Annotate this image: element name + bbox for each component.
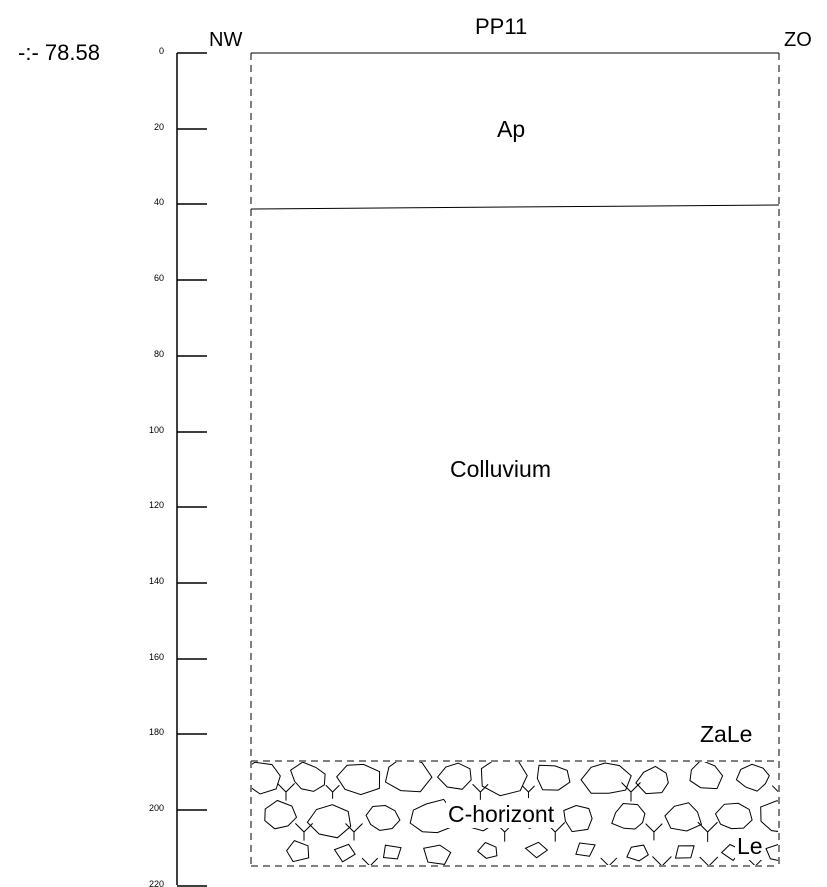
gravel-stone (333, 843, 356, 863)
gravel-stone (735, 763, 770, 792)
gravel-crack (697, 821, 718, 842)
gravel-crack (325, 784, 340, 799)
gravel-crack (345, 823, 363, 841)
gravel-stone (252, 762, 281, 795)
gravel-crack (645, 823, 663, 841)
depth-tick-label: 100 (148, 425, 164, 435)
gravel-stone (423, 844, 452, 865)
depth-tick-label: 20 (153, 122, 164, 132)
depth-axis-ticks (177, 52, 207, 887)
elevation-label: -:- 78.58 (18, 40, 100, 65)
gravel-stone (635, 765, 669, 795)
ap-boundary-line (250, 204, 780, 210)
depth-tick-label: 80 (153, 349, 164, 359)
gravel-crack (746, 857, 764, 865)
gravel-stone (285, 840, 310, 863)
gravel-crack (699, 856, 719, 865)
gravel-crack (472, 783, 489, 800)
gravel-crack (522, 785, 535, 799)
gravel-stone (536, 764, 571, 791)
depth-tick-label: 200 (148, 803, 164, 813)
gravel-crack (600, 857, 618, 865)
gravel-stone (524, 841, 549, 859)
gravel-crack (621, 782, 641, 802)
gravel-stone (714, 802, 753, 830)
gravel-crack (652, 856, 672, 865)
horizon-label-le: Le (735, 833, 765, 860)
gravel-stone (760, 800, 778, 832)
direction-right-label: ZO (784, 29, 812, 51)
depth-tick-label: 40 (153, 197, 164, 207)
gravel-stone (365, 804, 401, 831)
gravel-stone (480, 762, 528, 797)
depth-tick-label: 0 (158, 46, 164, 56)
gravel-crack (361, 857, 379, 865)
gravel-stone (580, 762, 632, 794)
gravel-stone (382, 844, 402, 860)
depth-tick-label: 180 (148, 727, 164, 737)
gravel-stone (264, 799, 298, 830)
depth-tick-label: 140 (148, 576, 164, 586)
gravel-stone (336, 763, 381, 796)
gravel-crack (294, 822, 314, 841)
horizon-label-ap: Ap (497, 116, 526, 142)
direction-left-label: NW (209, 29, 243, 51)
gravel-stone (689, 762, 724, 790)
gravel-stone (289, 762, 326, 792)
gravel-stone (674, 845, 695, 859)
gravel-stone (765, 844, 778, 861)
depth-tick-label: 60 (153, 273, 164, 283)
depth-tick-label: 160 (148, 652, 164, 662)
gravel-stone (563, 804, 593, 833)
depth-tick-label: 220 (148, 879, 164, 887)
gravel-stone (384, 762, 433, 793)
c-horizon-gravel-pattern (252, 762, 778, 865)
gravel-stone (575, 842, 596, 857)
horizon-label-colluvium: Colluvium (450, 456, 551, 482)
gravel-stone (664, 802, 703, 832)
gravel-stone (626, 844, 649, 862)
gravel-stone (306, 804, 352, 839)
gravel-stone (476, 841, 498, 859)
gravel-stone (611, 802, 646, 830)
gravel-crack (771, 785, 778, 793)
gravel-stone (436, 762, 472, 790)
horizon-label-c-horizon: C-horizont (446, 801, 557, 828)
gravel-crack (277, 783, 295, 801)
profile-title: PP11 (475, 14, 528, 39)
depth-tick-label: 120 (148, 500, 164, 510)
horizon-label-zale: ZaLe (700, 721, 753, 747)
